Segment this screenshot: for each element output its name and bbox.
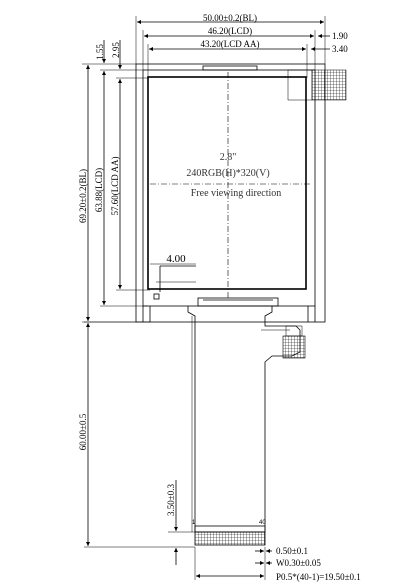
dim-lcd-height: 63.88(LCD) — [94, 168, 104, 212]
dim-pitch-total: P0.5*(40-1)=19.50±0.1 — [276, 572, 361, 582]
dim-right-second: 3.40 — [332, 44, 348, 54]
dim-lcd-width: 46.20(LCD) — [208, 26, 252, 36]
inner-dimension — [150, 263, 196, 292]
pin-first: 1 — [192, 520, 196, 526]
fpc-dimensions — [84, 321, 195, 565]
fpc-tail — [187, 306, 306, 546]
dim-pad-w2: W0.30±0.05 — [276, 558, 321, 568]
fpc-contacts — [194, 531, 266, 546]
panel-resolution: 240RGB(H)*320(V) — [186, 168, 269, 179]
fpc-component — [282, 335, 306, 359]
dim-fpc-pitch-h: 3.50±0.3 — [166, 484, 176, 516]
dim-inner-offset: 4.00 — [166, 253, 186, 265]
dim-lcd-aa-width: 43.20(LCD AA) — [201, 39, 260, 49]
pad-dimensions — [194, 547, 272, 580]
hatched-corner — [311, 69, 347, 101]
pin-last: 40 — [259, 520, 266, 526]
panel-viewing-direction: Free viewing direction — [191, 188, 282, 199]
module-outline — [135, 63, 326, 323]
dim-pad-w: 0.50±0.1 — [276, 546, 308, 556]
dim-bl-height: 69.20±0.2(BL) — [78, 169, 88, 223]
top-dimensions — [135, 16, 330, 78]
dim-right-top: 1.90 — [332, 31, 348, 41]
dim-bl-width: 50.00±0.2(BL) — [203, 13, 257, 23]
dim-fpc-length: 60.00±0.5 — [78, 413, 88, 450]
dim-lcd-aa-height: 57.60(LCD AA) — [110, 157, 120, 216]
panel-size: 2.8" — [220, 152, 237, 163]
dim-left-top-b: 2.95 — [111, 42, 121, 58]
dim-left-top-a: 1.55 — [95, 44, 105, 60]
